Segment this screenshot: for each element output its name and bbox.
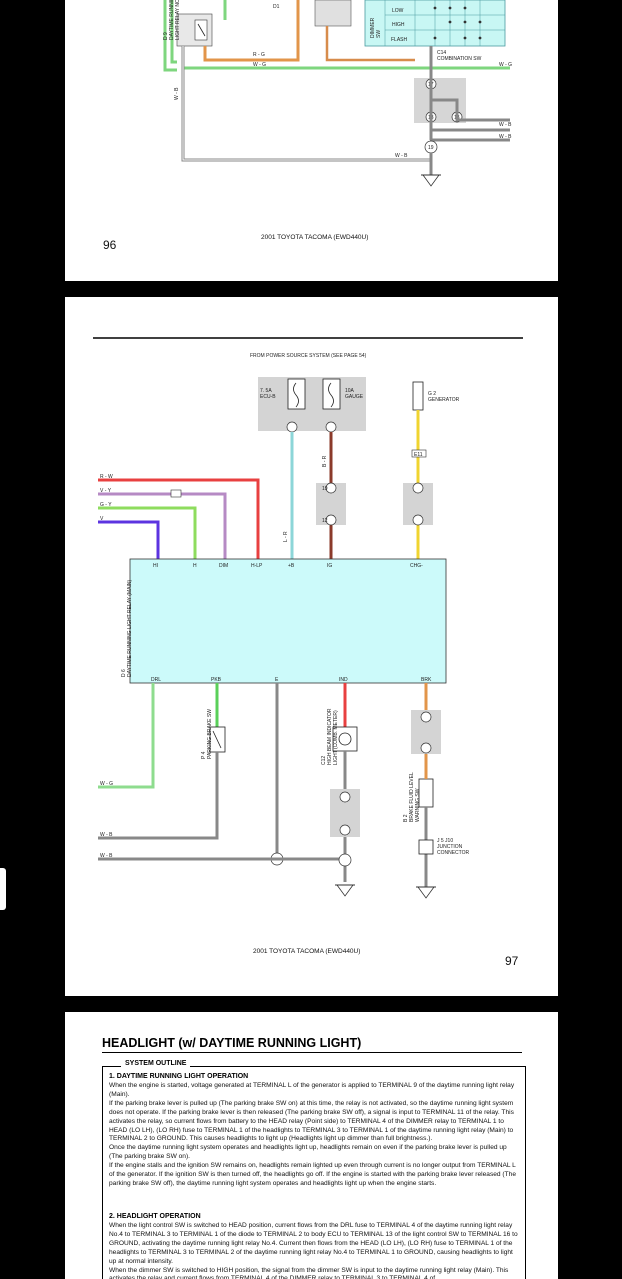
page-title: HEADLIGHT (w/ DAYTIME RUNNING LIGHT) xyxy=(102,1036,522,1053)
system-outline-box xyxy=(102,1066,526,1279)
flash-label: FLASH xyxy=(391,37,408,43)
page-number-96: 96 xyxy=(103,238,117,252)
term-dim: DIM xyxy=(219,563,228,569)
term-h: H xyxy=(193,563,197,569)
manual-page-96: D 9DAYTIME RUNNINGLIGHT RELAY NO.4 D1 R … xyxy=(65,0,558,281)
manual-page-97: FROM POWER SOURCE SYSTEM (SEE PAGE 54) 7… xyxy=(65,297,558,996)
relay-main-label: D 6DAYTIME RUNNING LIGHT RELAY (MAIN) xyxy=(121,580,133,677)
page97-footer: 2001 TOYOTA TACOMA (EWD440U) xyxy=(253,948,360,955)
side-drawer-handle[interactable] xyxy=(0,868,6,910)
section1-text: When the engine is started, voltage gene… xyxy=(109,1082,516,1187)
term-ig: IG xyxy=(327,563,332,569)
indicator-label: C12HIGH BEAM INDICATORLIGHT (COMB. METER… xyxy=(321,708,339,765)
svg-text:W - B: W - B xyxy=(395,153,408,159)
term-chg: CHG- xyxy=(410,563,423,569)
wire-v-label: V xyxy=(100,516,104,522)
section2-text: When the light control SW is switched to… xyxy=(109,1222,518,1279)
svg-text:W - G: W - G xyxy=(499,62,512,68)
page-number-97: 97 xyxy=(505,954,519,968)
term-hi: HI xyxy=(153,563,158,569)
parking-brake-label: P 4PARKING BRAKE SW xyxy=(201,709,213,759)
term-drl: DRL xyxy=(151,677,161,683)
wire-wg-label: W - G xyxy=(253,62,266,68)
dimmer-sw-label: DIMMERSW xyxy=(370,17,382,38)
power-source-label: FROM POWER SOURCE SYSTEM (SEE PAGE 54) xyxy=(250,353,367,359)
wiring-diagram-page-96: D 9DAYTIME RUNNINGLIGHT RELAY NO.4 D1 R … xyxy=(103,0,512,252)
svg-text:12: 12 xyxy=(322,518,328,524)
conn-19: 19 xyxy=(428,145,434,151)
high-label: HIGH xyxy=(392,22,405,28)
svg-text:D1: D1 xyxy=(273,4,280,10)
wire-gy-label: G - Y xyxy=(100,502,112,508)
svg-text:E11: E11 xyxy=(414,452,423,458)
outline-label: SYSTEM OUTLINE xyxy=(121,1060,191,1067)
page96-footer: 2001 TOYOTA TACOMA (EWD440U) xyxy=(261,234,368,241)
svg-text:B - R: B - R xyxy=(322,455,328,467)
manual-page-text: HEADLIGHT (w/ DAYTIME RUNNING LIGHT) SYS… xyxy=(65,1012,558,1279)
low-label: LOW xyxy=(392,8,404,14)
relay-no4-label: D 9DAYTIME RUNNINGLIGHT RELAY NO.4 xyxy=(163,0,181,40)
svg-text:L - R: L - R xyxy=(283,531,289,542)
wire-rw-label: R - W xyxy=(100,474,113,480)
term-pkb: PKB xyxy=(211,677,222,683)
svg-text:W - B: W - B xyxy=(499,122,512,128)
section2-title: 2. HEADLIGHT OPERATION xyxy=(109,1213,201,1220)
svg-text:W - B: W - B xyxy=(499,134,512,140)
wire-rg-label: R - G xyxy=(253,52,265,58)
brake-fluid-label: B 2BRAKE FLUID LEVELWARNING SW xyxy=(403,772,421,822)
wire-wb-label: W - B xyxy=(100,832,113,838)
term-e: E xyxy=(275,677,279,683)
wiring-diagram-page-97: FROM POWER SOURCE SYSTEM (SEE PAGE 54) 7… xyxy=(93,337,523,968)
wire-wb2-label: W - B xyxy=(100,853,113,859)
term-brk: BRK xyxy=(421,677,432,683)
section1-title: 1. DAYTIME RUNNING LIGHT OPERATION xyxy=(109,1073,249,1080)
term-b: +B xyxy=(288,563,295,569)
svg-text:19: 19 xyxy=(322,486,328,492)
term-hlp: H-LP xyxy=(251,563,263,569)
svg-text:W - B: W - B xyxy=(174,87,180,100)
wire-vy-label: V - Y xyxy=(100,488,112,494)
wire-wg-label: W - G xyxy=(100,781,113,787)
term-ind: IND xyxy=(339,677,348,683)
